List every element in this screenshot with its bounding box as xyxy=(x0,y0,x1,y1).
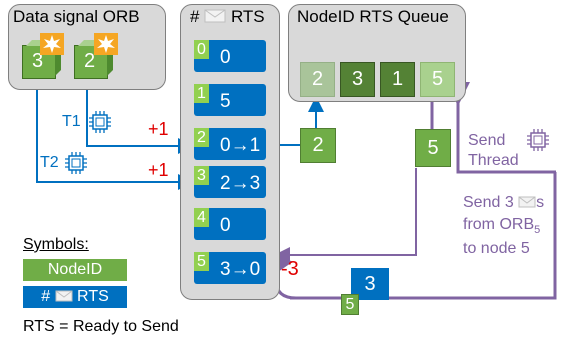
cpu-chip-icon xyxy=(527,129,549,151)
orb-cube-2: 2 xyxy=(74,38,116,79)
rts-row-value: 0 xyxy=(220,215,231,236)
rts-row-0: 0 0 xyxy=(194,40,266,72)
burst-icon xyxy=(40,33,64,55)
t2-increment: +1 xyxy=(148,160,169,180)
thread-t2-label: T2 xyxy=(40,154,59,171)
rts-row-value: 3→0 xyxy=(220,259,261,280)
orb-cube-3-label: 3 xyxy=(32,50,44,72)
burst-icon xyxy=(94,33,118,55)
queue-item: 5 xyxy=(420,62,455,97)
legend-rts-hash: # xyxy=(41,288,51,305)
packet-node-tag: 5 xyxy=(341,294,359,315)
rts-row-index: 5 xyxy=(194,252,209,271)
rts-row-index: 2 xyxy=(194,128,209,147)
send-note-line1: Send 3 s xyxy=(463,194,544,212)
envelope-icon xyxy=(518,196,536,208)
legend-rts: # RTS xyxy=(23,286,127,308)
rts-row-4: 4 0 xyxy=(194,208,266,240)
queue-item: 3 xyxy=(340,62,375,97)
envelope-icon xyxy=(204,9,226,23)
queue-item: 1 xyxy=(380,62,415,97)
legend-nodeid: NodeID xyxy=(23,259,127,281)
rts-row-index: 3 xyxy=(194,166,209,185)
send-thread-line xyxy=(456,103,556,174)
node5-to-row5-arrow xyxy=(274,168,417,263)
thread-t1-label: T1 xyxy=(62,113,81,130)
node-tag-send: 5 xyxy=(415,129,451,167)
t2-arrow xyxy=(36,86,194,190)
rts-row-3: 3 2→3 xyxy=(194,166,266,198)
rts-row-value: 2→3 xyxy=(220,173,261,194)
rts-title-hash: # xyxy=(190,7,200,26)
rts-row-index: 0 xyxy=(194,40,209,59)
rts-row-1: 1 5 xyxy=(194,84,266,116)
cpu-chip-icon xyxy=(89,111,111,133)
rts-row-5: 5 3→0 xyxy=(194,252,266,284)
send-note-line2: from ORB5 xyxy=(463,216,540,236)
legend-footnote: RTS = Ready to Send xyxy=(23,318,179,335)
decrement-label: -3 xyxy=(281,258,299,280)
rts-row-2: 2 0→1 xyxy=(194,128,266,160)
send-note-suffix: s xyxy=(536,194,545,211)
node-tag-enqueue: 2 xyxy=(300,128,336,163)
orb-cube-2-label: 2 xyxy=(84,50,96,72)
rts-row-index: 4 xyxy=(194,208,209,227)
rts-row-value: 0→1 xyxy=(220,135,261,156)
legend-title: Symbols: xyxy=(23,236,89,253)
send-thread-line2: Thread xyxy=(468,152,519,169)
t1-increment: +1 xyxy=(148,119,169,139)
send-thread-line1: Send xyxy=(468,132,506,149)
send-note-from: from ORB xyxy=(463,216,535,233)
rts-title-label: RTS xyxy=(230,7,265,26)
data-signal-title: Data signal ORB xyxy=(13,7,140,26)
legend-rts-label: RTS xyxy=(77,288,109,305)
t1-arrow xyxy=(86,86,194,154)
cpu-chip-icon xyxy=(65,152,87,174)
send-note-count: Send 3 xyxy=(463,194,514,211)
rts-row-index: 1 xyxy=(194,84,209,103)
send-note-line3: to node 5 xyxy=(463,240,530,257)
rts-row-value: 5 xyxy=(220,91,231,112)
envelope-icon xyxy=(55,290,73,302)
queue-item: 2 xyxy=(300,62,335,97)
queue-title: NodeID RTS Queue xyxy=(297,7,449,26)
rts-row-value: 0 xyxy=(220,47,231,68)
send-note-subscript: 5 xyxy=(534,224,541,237)
rts-title: # RTS xyxy=(190,7,265,27)
